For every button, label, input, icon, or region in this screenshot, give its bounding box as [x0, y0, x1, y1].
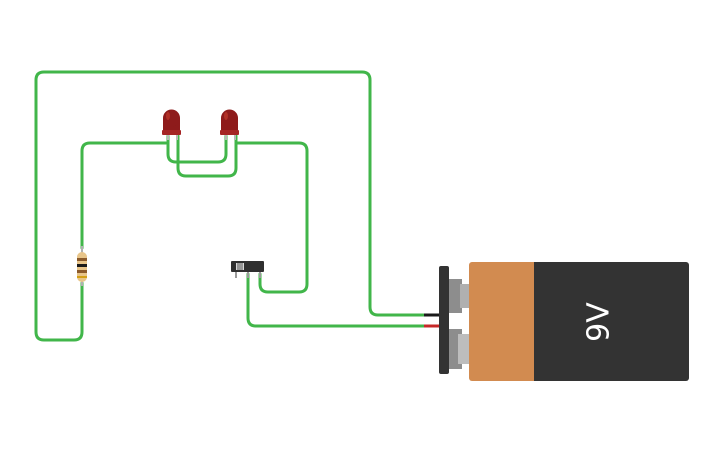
battery-voltage-label: 9V — [582, 302, 617, 342]
slide-switch[interactable] — [231, 261, 264, 278]
wire-switch-to-battery-positive[interactable] — [246, 272, 430, 328]
wire-led-2-to-switch[interactable] — [234, 141, 309, 294]
wire-resistor-to-led-1[interactable] — [80, 141, 168, 250]
wire-led-1-to-led-2-inner[interactable] — [166, 134, 228, 164]
wires — [34, 70, 430, 342]
wire-led-1-to-led-2-outer[interactable] — [176, 134, 238, 178]
led-2[interactable] — [220, 109, 239, 141]
resistor[interactable] — [77, 246, 87, 286]
battery-9v[interactable]: 9V — [424, 262, 689, 381]
wire-battery-negative-to-resistor[interactable] — [34, 70, 430, 342]
led-1[interactable] — [162, 109, 181, 141]
